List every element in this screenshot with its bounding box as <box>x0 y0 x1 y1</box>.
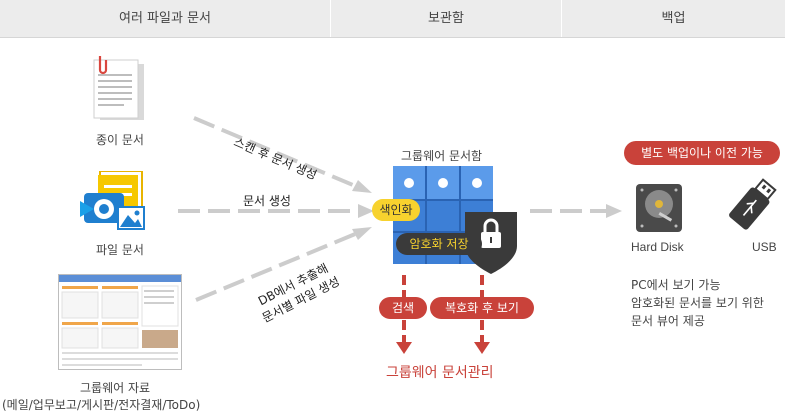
arrow-head-decrypt <box>474 342 490 354</box>
decrypt-view-badge: 복호화 후 보기 <box>430 297 534 319</box>
header-divider <box>561 0 562 37</box>
backup-desc-line1: PC에서 보기 가능 <box>631 278 721 292</box>
groupware-detail-label: (메일/업무보고/게시판/전자결재/ToDo) <box>2 398 201 412</box>
paper-document-icon <box>93 56 144 120</box>
arrow-head-search <box>396 342 412 354</box>
document-storage-icon <box>393 166 517 274</box>
backup-desc-line3: 문서 뷰어 제공 <box>631 314 705 328</box>
arrow-head-scan <box>352 180 372 193</box>
index-badge: 색인화 <box>372 199 420 221</box>
file-document-icon <box>80 171 145 230</box>
header-divider <box>330 0 331 37</box>
hard-disk-icon <box>636 184 682 232</box>
hard-disk-label: Hard Disk <box>631 240 684 254</box>
arrow-scan <box>193 116 361 190</box>
groupware-doc-management-label: 그룹웨어 문서관리 <box>386 365 494 381</box>
header-backup: 백업 <box>661 11 686 26</box>
arrow-head-backup <box>606 204 622 218</box>
usb-icon <box>729 178 777 230</box>
header-bar: 여러 파일과 문서 보관함 백업 <box>0 0 785 38</box>
search-badge: 검색 <box>379 297 427 319</box>
encrypt-badge: 암호화 저장 <box>396 233 482 255</box>
file-document-label: 파일 문서 <box>96 243 144 257</box>
backup-badge: 별도 백업이나 이전 가능 <box>624 141 780 165</box>
arrow-head-db <box>352 227 372 240</box>
header-storage: 보관함 <box>428 11 464 26</box>
arrow-head-create <box>358 204 374 218</box>
paper-document-label: 종이 문서 <box>96 133 144 147</box>
arrow-create-label: 문서 생성 <box>243 194 291 208</box>
groupware-screenshot-image <box>58 274 182 370</box>
usb-label: USB <box>752 240 777 254</box>
header-sources: 여러 파일과 문서 <box>119 11 211 26</box>
storage-title: 그룹웨어 문서함 <box>401 149 483 163</box>
backup-desc-line2: 암호화된 문서를 보기 위한 <box>631 296 764 310</box>
groupware-label: 그룹웨어 자료 <box>80 381 151 395</box>
